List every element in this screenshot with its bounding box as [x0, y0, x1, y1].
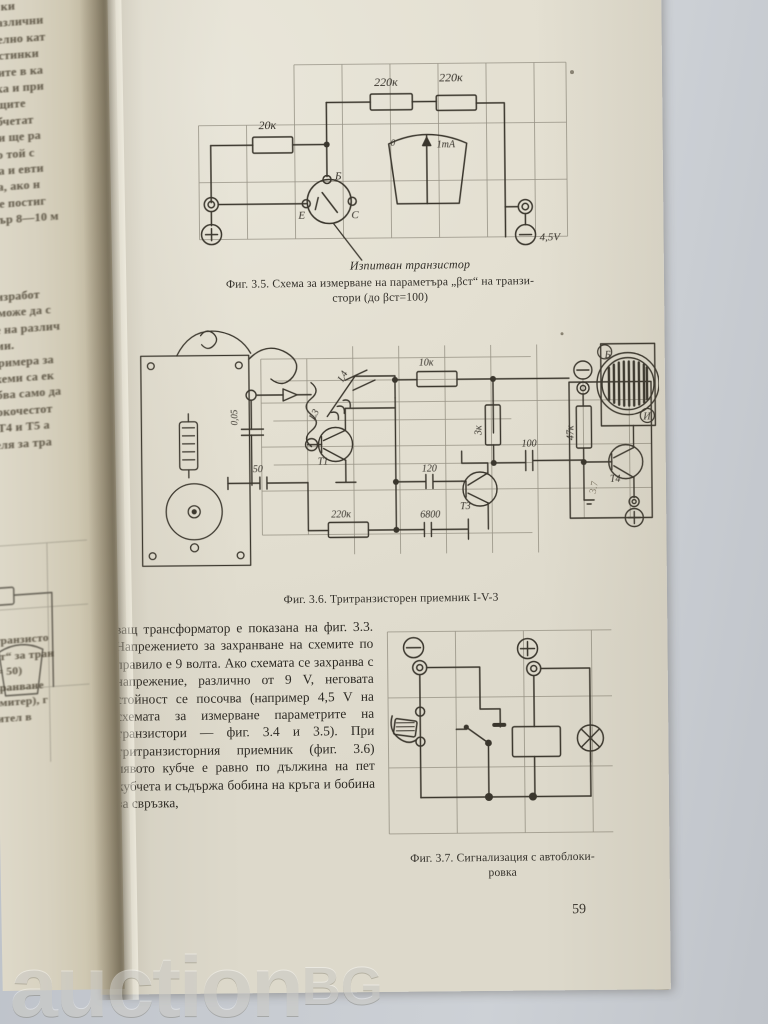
- label-220k-2: 220к: [439, 70, 463, 84]
- label-220k-1: 220к: [374, 75, 398, 89]
- pen-dot-1: [569, 70, 575, 75]
- label-transistor-base: Б: [334, 170, 342, 182]
- label-cap-6800: 6800: [420, 509, 440, 520]
- body-paragraph: ващ трансформатор е показана на фиг. 3.3…: [115, 618, 376, 811]
- label-speaker-b: Б: [604, 350, 611, 361]
- label-transistor-emitter: E: [297, 210, 305, 222]
- label-supply-voltage: 4,5V: [540, 231, 562, 243]
- figure-3-5-annotation: Изпитван транзистор: [349, 257, 471, 273]
- label-220k: 220к: [331, 509, 351, 520]
- label-cap-50: 50: [253, 464, 263, 475]
- label-meter-range: 1mA: [437, 139, 456, 150]
- right-page: 220к 220к 20к: [91, 0, 671, 995]
- speaker-terminal-b-ring: [597, 344, 613, 360]
- figure-3-6: L3 L4 0,05 50: [130, 321, 660, 576]
- left-page-figure-fragment: 25к: [0, 534, 95, 774]
- label-T3: Т3: [460, 501, 471, 512]
- label-10k: 10к: [419, 357, 434, 368]
- label-20k: 20к: [258, 118, 276, 132]
- label-cap-120: 120: [422, 463, 437, 474]
- left-page-text-1: ат да се ки о най-различни внимателно ка…: [0, 0, 59, 231]
- label-L3: L3: [307, 408, 322, 423]
- label-cap-100: 100: [522, 439, 537, 450]
- label-T4: Т4: [610, 474, 621, 485]
- left-page-text-3: тван транзисто ра „βст“ за тран о βст = …: [0, 631, 55, 728]
- figure-3-7-caption-line-1: Фиг. 3.7. Сигнализация с автоблоки-: [410, 849, 595, 865]
- left-page: ат да се ки о най-различни внимателно ка…: [0, 0, 125, 991]
- label-meter-zero: 0: [391, 138, 396, 148]
- junction-dot: [323, 141, 330, 148]
- label-47k: 47к: [565, 425, 576, 440]
- label-L4: L4: [335, 369, 350, 384]
- label-T1: Т1: [318, 457, 329, 468]
- label-cap-0-05: 0,05: [229, 409, 239, 425]
- figure-3-7-caption-line-2: ровка: [488, 865, 517, 879]
- figure-3-5: 220к 220к 20к: [174, 44, 576, 273]
- speaker-terminal-i-ring: [639, 407, 655, 424]
- label-transistor-collector: С: [351, 209, 359, 221]
- figure-3-6-caption: Фиг. 3.6. Тритранзисторен приемник I-V-3: [283, 590, 499, 607]
- page-number: 59: [571, 901, 587, 918]
- label-3k: 3к: [473, 425, 484, 436]
- label-speaker-i: И: [642, 411, 651, 422]
- left-page-text-2: ато се изработ бчета, може да с лиране н…: [0, 289, 62, 455]
- pen-dot-2: [560, 332, 564, 336]
- figure-3-7: [375, 620, 621, 850]
